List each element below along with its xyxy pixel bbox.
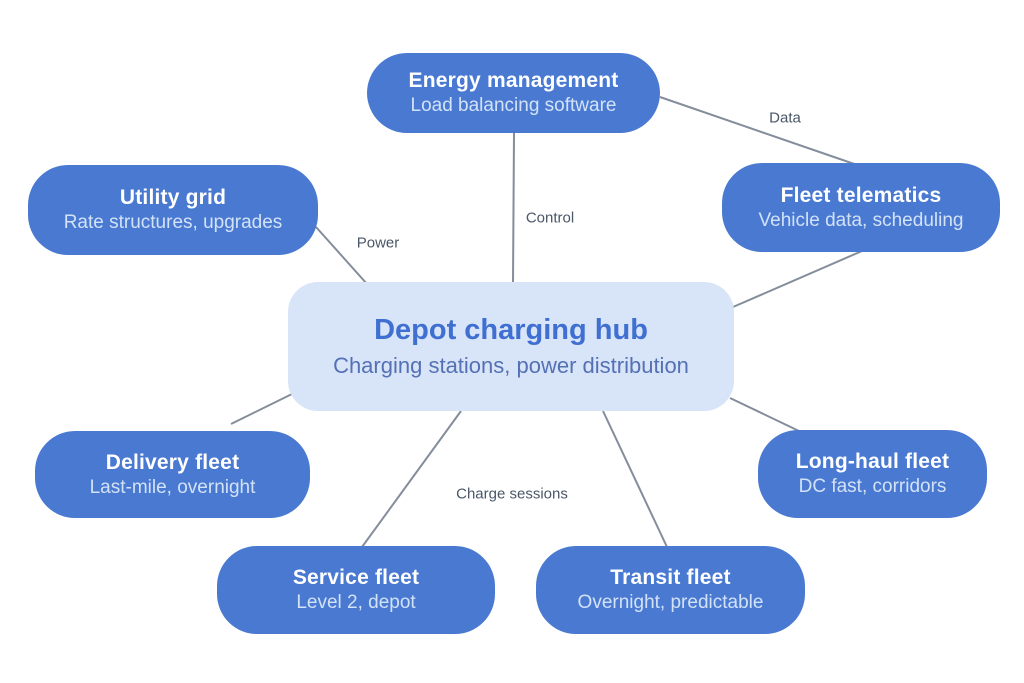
node-fleet-telematics: Fleet telematics Vehicle data, schedulin… <box>722 163 1000 252</box>
node-subtitle: Vehicle data, scheduling <box>758 209 964 231</box>
node-title: Transit fleet <box>610 566 731 590</box>
node-depot-charging-hub: Depot charging hub Charging stations, po… <box>288 282 734 411</box>
node-subtitle: Overnight, predictable <box>577 592 764 614</box>
connector-utility-hub <box>315 226 368 285</box>
node-subtitle: Level 2, depot <box>296 592 416 614</box>
node-title: Delivery fleet <box>105 450 240 474</box>
node-subtitle: DC fast, corridors <box>798 476 947 498</box>
connector-hub-delivery <box>230 392 295 425</box>
node-service-fleet: Service fleet Level 2, depot <box>217 546 495 634</box>
edge-label-data: Data <box>765 109 805 127</box>
node-energy-management: Energy management Load balancing softwar… <box>367 53 660 133</box>
node-title: Service fleet <box>292 566 420 590</box>
connector-hub-service <box>361 410 462 548</box>
node-title: Utility grid <box>119 186 227 210</box>
node-title: Energy management <box>408 69 619 93</box>
node-subtitle: Rate structures, upgrades <box>63 212 283 234</box>
connector-hub-longhaul <box>729 397 800 432</box>
edge-label-charge-sessions: Charge sessions <box>452 485 572 503</box>
node-subtitle: Load balancing software <box>410 95 617 117</box>
node-long-haul-fleet: Long-haul fleet DC fast, corridors <box>758 430 987 518</box>
node-delivery-fleet: Delivery fleet Last-mile, overnight <box>35 431 310 518</box>
hub-subtitle: Charging stations, power distribution <box>333 352 689 378</box>
node-title: Fleet telematics <box>780 183 942 207</box>
connector-hub-transit <box>602 410 668 548</box>
connector-energy-hub <box>512 132 515 283</box>
connector-energy-telematics <box>659 96 864 168</box>
edge-label-power: Power <box>352 234 404 252</box>
node-subtitle: Last-mile, overnight <box>89 476 256 498</box>
node-utility-grid: Utility grid Rate structures, upgrades <box>28 165 318 255</box>
hub-title: Depot charging hub <box>374 313 648 346</box>
node-transit-fleet: Transit fleet Overnight, predictable <box>536 546 805 634</box>
node-title: Long-haul fleet <box>795 450 950 474</box>
connector-telematics-hub <box>732 250 863 308</box>
edge-label-control: Control <box>521 209 579 227</box>
